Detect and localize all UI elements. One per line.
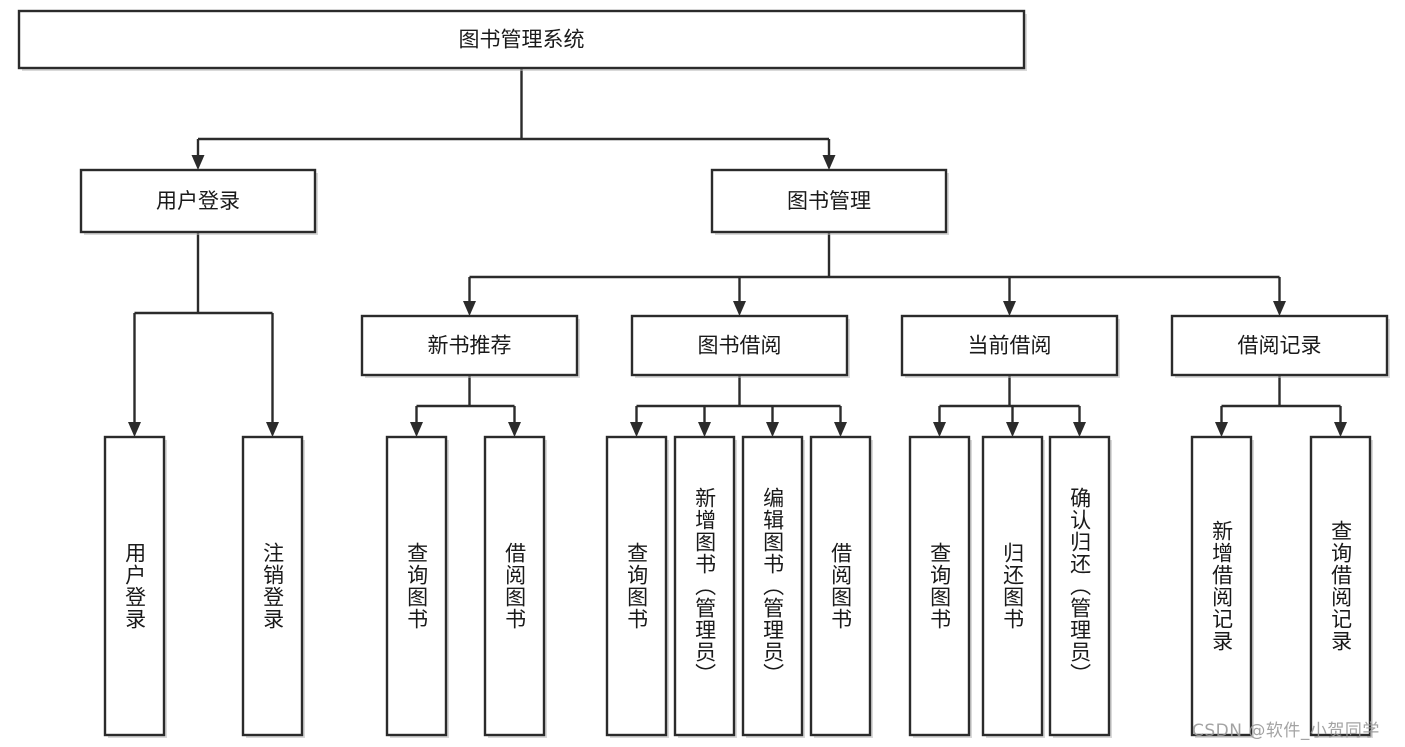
node-box-leaf-查询图书[interactable]	[605, 435, 668, 737]
connector-图书借阅-to-leaf0-arrowhead	[630, 422, 643, 437]
node-box-layer	[17, 9, 1390, 738]
connector-用户登录-to-leaf1-arrowhead	[266, 422, 279, 437]
node-box-leaf-新增图书管理员[interactable]	[673, 435, 736, 737]
connector-root-to-用户登录-arrowhead	[191, 155, 205, 170]
node-box-root-图书管理系统[interactable]	[17, 9, 1026, 70]
connector-tsgl-to-借阅记录-arrowhead	[1273, 301, 1286, 316]
node-label-l2-图书管理: 图书管理	[787, 189, 871, 213]
node-label-l2-用户登录: 用户登录	[156, 189, 240, 213]
node-box-leaf-查询图书[interactable]	[908, 435, 971, 737]
node-box-leaf-编辑图书管理员[interactable]	[741, 435, 804, 737]
connector-tsgl-to-新书推荐-arrowhead	[463, 301, 476, 316]
node-box-leaf-查询图书[interactable]	[385, 435, 448, 737]
node-box-l3-图书借阅[interactable]	[630, 314, 849, 377]
connector-借阅记录-to-leaf0-arrowhead	[1215, 422, 1228, 437]
connector-借阅记录-to-leaf1-arrowhead	[1334, 422, 1347, 437]
connector-图书借阅-to-leaf3-arrowhead	[834, 422, 847, 437]
node-box-leaf-借阅图书[interactable]	[809, 435, 872, 737]
node-box-leaf-确认归还管理员[interactable]	[1048, 435, 1111, 737]
node-label-l3-借阅记录: 借阅记录	[1238, 334, 1322, 358]
node-box-leaf-用户登录[interactable]	[103, 435, 166, 737]
node-box-l3-新书推荐[interactable]	[360, 314, 579, 377]
node-box-leaf-新增借阅记录[interactable]	[1190, 435, 1253, 737]
node-box-leaf-归还图书[interactable]	[981, 435, 1044, 737]
node-box-l3-借阅记录[interactable]	[1170, 314, 1389, 377]
node-box-leaf-借阅图书[interactable]	[483, 435, 546, 737]
node-box-l2-图书管理[interactable]	[710, 168, 948, 234]
node-box-leaf-注销登录[interactable]	[241, 435, 304, 737]
connector-用户登录-to-leaf0-arrowhead	[128, 422, 141, 437]
node-label-l3-当前借阅: 当前借阅	[968, 334, 1052, 358]
node-box-l3-当前借阅[interactable]	[900, 314, 1119, 377]
node-label-root-图书管理系统: 图书管理系统	[459, 28, 585, 52]
connector-root-to-图书管理-arrowhead	[822, 155, 836, 170]
connector-新书推荐-to-leaf0-arrowhead	[410, 422, 423, 437]
connector-新书推荐-to-leaf1-arrowhead	[508, 422, 521, 437]
connector-当前借阅-to-leaf2-arrowhead	[1073, 422, 1086, 437]
watermark-text: CSDN @软件_小贺同学	[1192, 721, 1380, 741]
connector-tsgl-to-图书借阅-arrowhead	[733, 301, 746, 316]
connector-layer	[128, 68, 1347, 437]
connector-tsgl-to-当前借阅-arrowhead	[1003, 301, 1016, 316]
node-label-l3-图书借阅: 图书借阅	[698, 334, 782, 358]
node-label-l3-新书推荐: 新书推荐	[428, 334, 512, 358]
connector-当前借阅-to-leaf0-arrowhead	[933, 422, 946, 437]
connector-当前借阅-to-leaf1-arrowhead	[1006, 422, 1019, 437]
connector-图书借阅-to-leaf1-arrowhead	[698, 422, 711, 437]
node-box-leaf-查询借阅记录[interactable]	[1309, 435, 1372, 737]
node-box-l2-用户登录[interactable]	[79, 168, 317, 234]
connector-图书借阅-to-leaf2-arrowhead	[766, 422, 779, 437]
